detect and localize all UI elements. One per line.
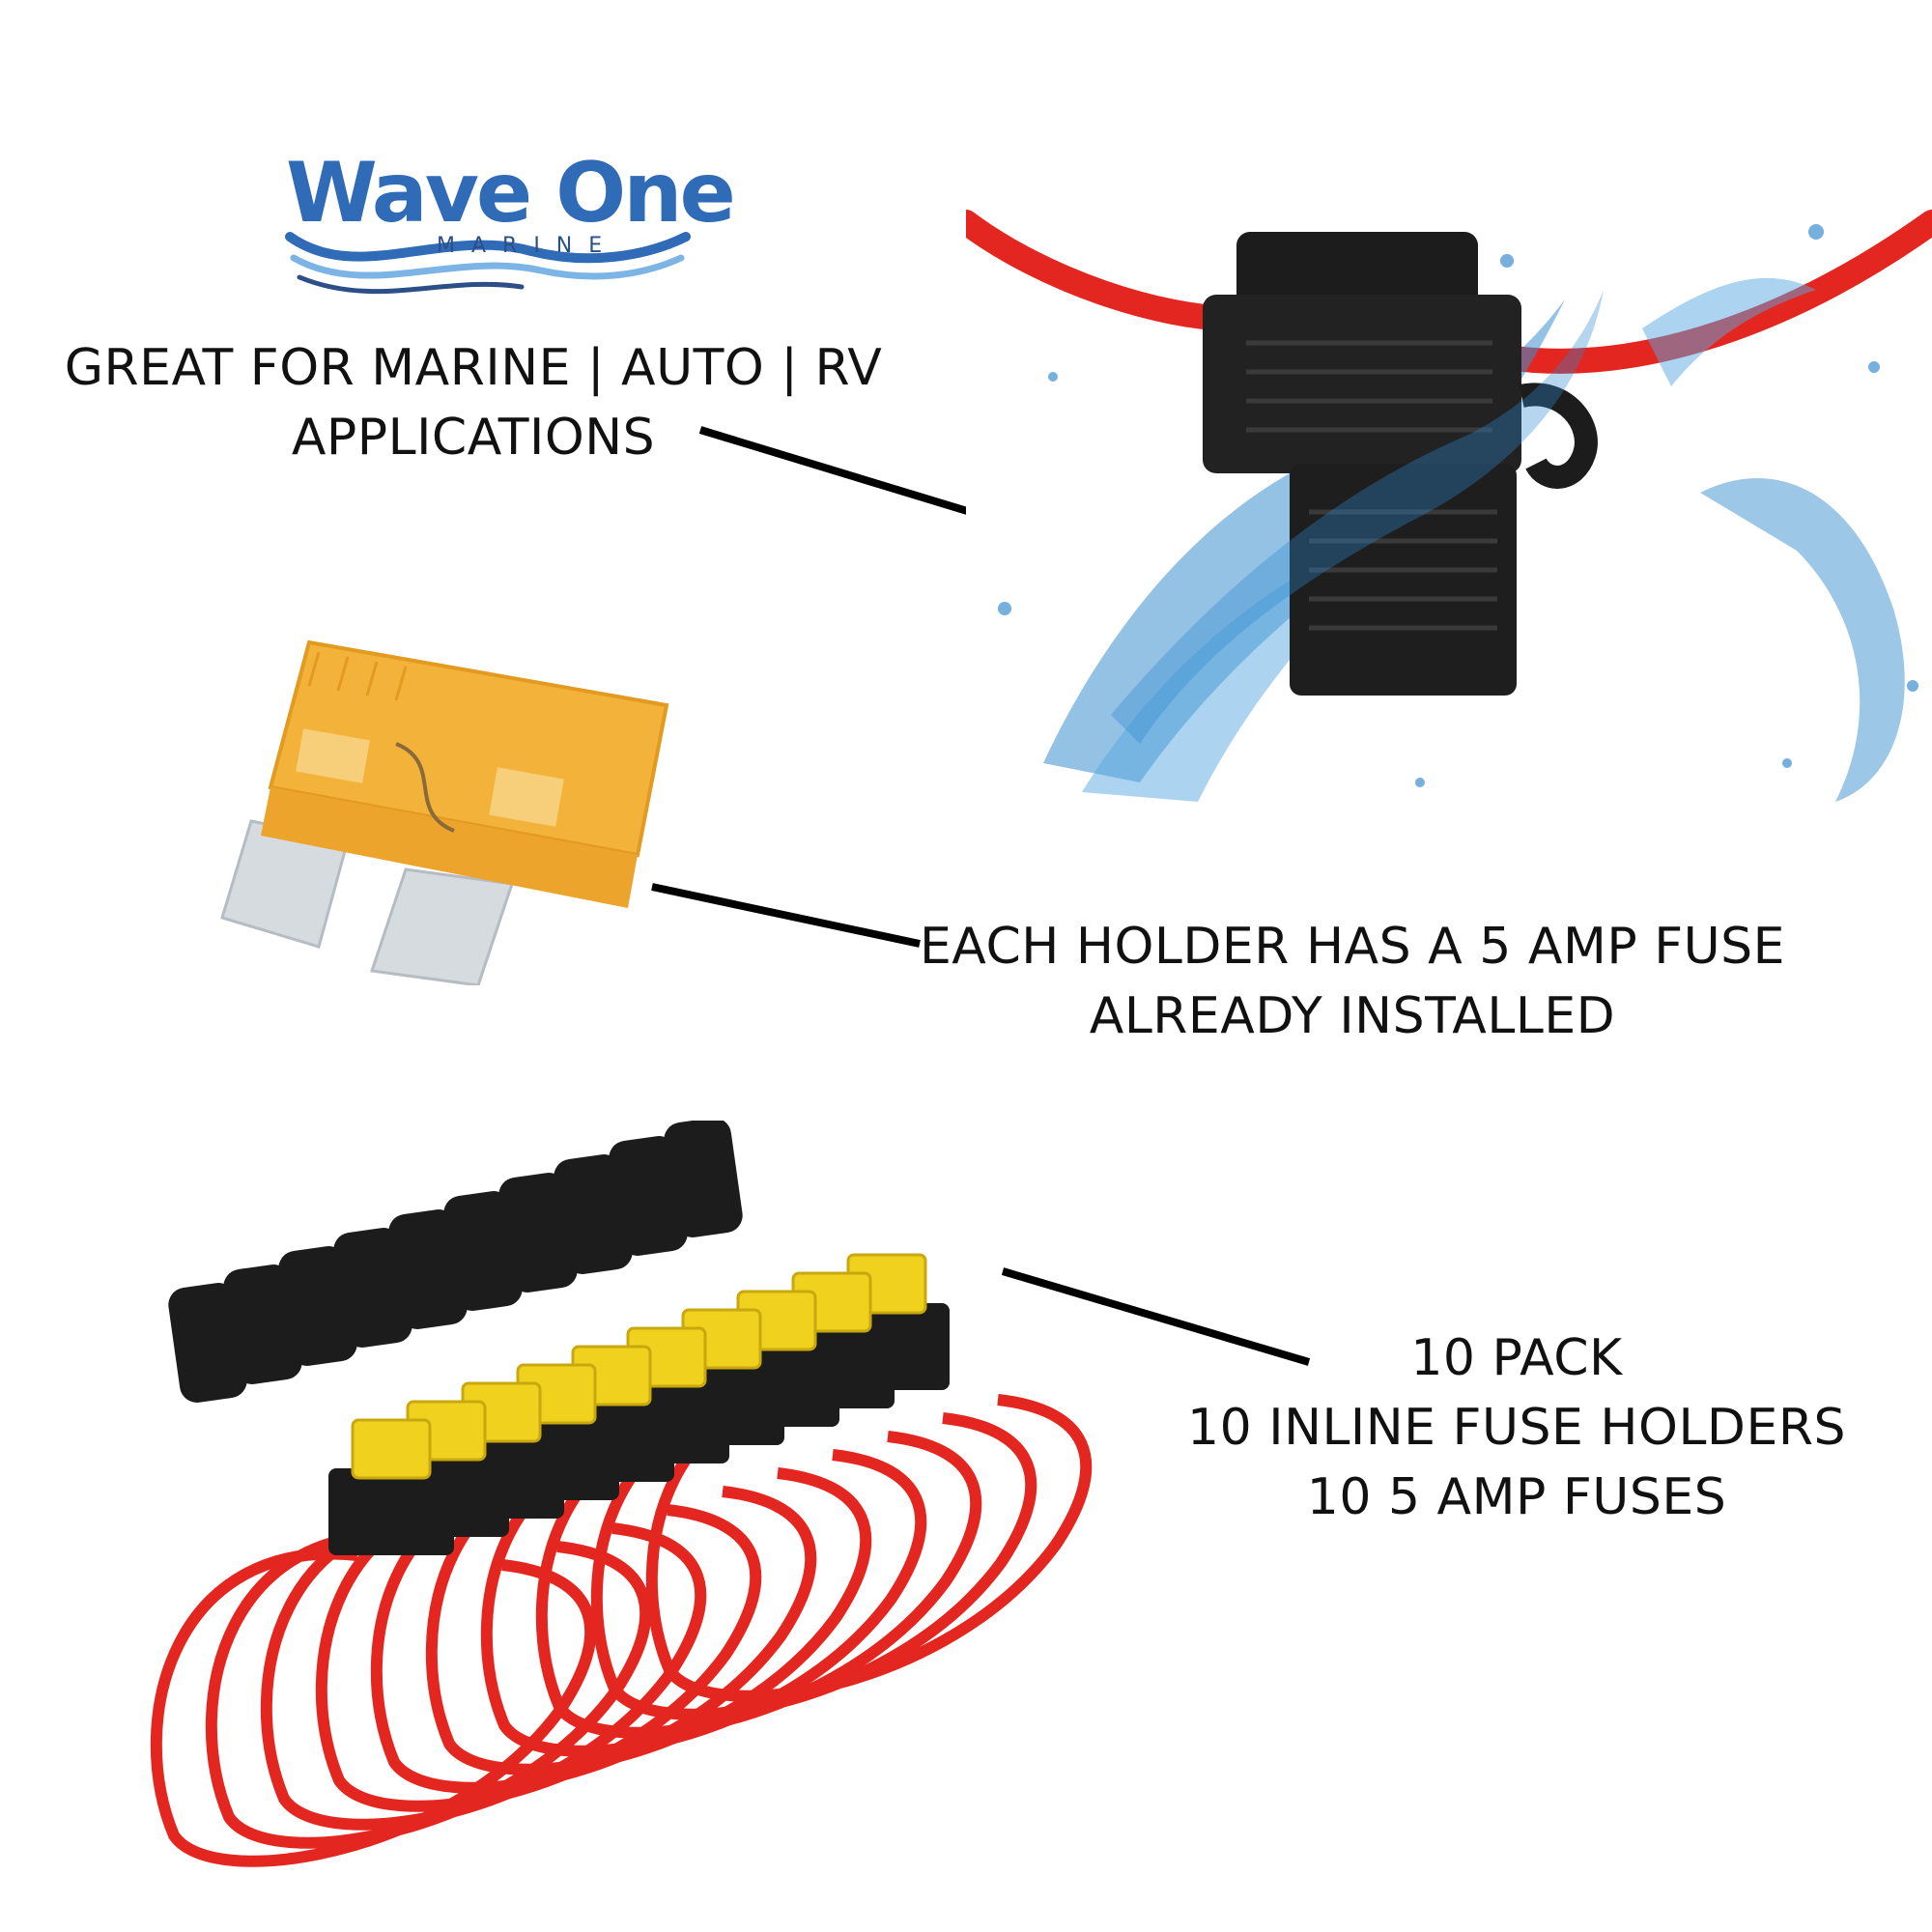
applications-caption-line1: GREAT FOR MARINE | AUTO | RV <box>64 339 883 397</box>
fuse-caption-line1: EACH HOLDER HAS A 5 AMP FUSE <box>919 918 1786 976</box>
wire-loop <box>260 1511 707 1831</box>
callout-line-fuse <box>651 883 921 948</box>
wire-loop <box>150 1548 597 1867</box>
holder-base <box>328 1468 454 1555</box>
logo-subtitle: MARINE <box>437 234 619 258</box>
waterproof-holder-photo <box>966 203 1932 802</box>
yellow-fuse <box>351 1418 432 1480</box>
fuse-caption-line2: ALREADY INSTALLED <box>1089 987 1616 1045</box>
ten-pack-photo <box>150 1121 1093 1867</box>
pack-caption: 10 PACK 10 INLINE FUSE HOLDERS 10 5 AMP … <box>1179 1323 1855 1532</box>
pack-caption-line1: 10 PACK <box>1410 1329 1623 1387</box>
fuse-caption: EACH HOLDER HAS A 5 AMP FUSE ALREADY INS… <box>908 912 1797 1051</box>
pack-caption-line3: 10 5 AMP FUSES <box>1306 1468 1727 1526</box>
blade-fuse-photo <box>220 639 669 985</box>
callout-line-pack <box>1001 1267 1311 1366</box>
holder-cap <box>168 1283 247 1403</box>
logo-wordmark: Wave One <box>286 145 736 242</box>
wire-loop <box>205 1529 652 1849</box>
applications-caption: GREAT FOR MARINE | AUTO | RV APPLICATION… <box>58 333 889 472</box>
pack-caption-line2: 10 INLINE FUSE HOLDERS <box>1187 1399 1846 1457</box>
applications-caption-line2: APPLICATIONS <box>291 409 656 467</box>
logo-wave-icon <box>285 232 691 295</box>
